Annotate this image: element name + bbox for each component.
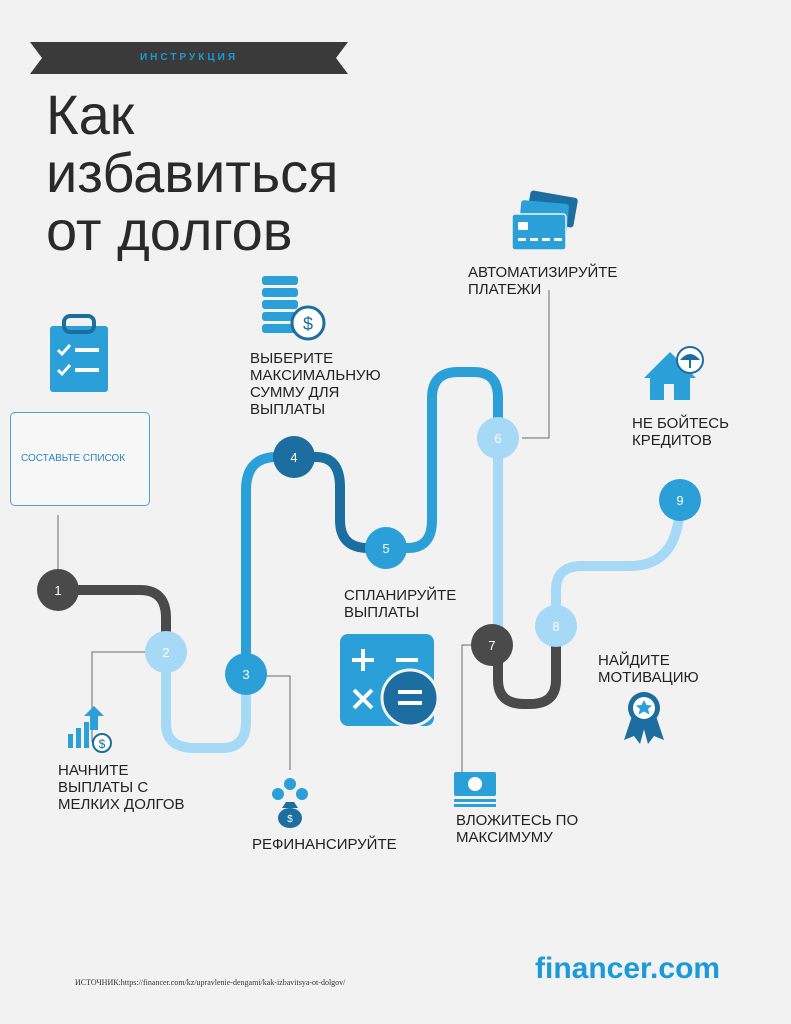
house-umbrella-icon bbox=[644, 346, 704, 400]
step-8-label: НАЙДИТЕ МОТИВАЦИЮ bbox=[598, 652, 699, 686]
growth-chart-icon: $ bbox=[68, 706, 112, 753]
brand-logo[interactable]: financer.com bbox=[535, 952, 721, 985]
node-8-number: 8 bbox=[552, 619, 559, 634]
node-7-number: 7 bbox=[488, 638, 495, 653]
coins-dollar-icon: $ bbox=[262, 276, 326, 341]
step-4-label: ВЫБЕРИТЕ МАКСИМАЛЬНУЮ СУММУ ДЛЯ ВЫПЛАТЫ bbox=[250, 350, 381, 418]
node-9 bbox=[659, 479, 701, 521]
step-2-label: НАЧНИТЕ ВЫПЛАТЫ С МЕЛКИХ ДОЛГОВ bbox=[58, 762, 185, 813]
node-4 bbox=[273, 436, 315, 478]
step-5-label: СПЛАНИРУЙТЕ ВЫПЛАТЫ bbox=[344, 587, 457, 621]
route-seg-1-2 bbox=[53, 585, 171, 657]
node-1-number: 1 bbox=[54, 583, 61, 598]
list-box-text: СОСТАВЬТЕ СПИСОК bbox=[21, 453, 126, 464]
node-8 bbox=[535, 605, 577, 647]
node-7 bbox=[471, 624, 513, 666]
clipboard-icon bbox=[50, 314, 108, 392]
node-2 bbox=[145, 631, 187, 673]
page-title: Как избавиться от долгов bbox=[46, 83, 339, 262]
calculator-icon bbox=[340, 634, 440, 728]
svg-text:$: $ bbox=[287, 814, 293, 825]
node-1 bbox=[37, 569, 79, 611]
node-6-number: 6 bbox=[494, 431, 501, 446]
route-path bbox=[53, 367, 685, 753]
award-ribbon-icon bbox=[624, 692, 664, 744]
cash-icon bbox=[454, 772, 496, 807]
node-6 bbox=[477, 417, 519, 459]
banner-ribbon bbox=[30, 42, 348, 74]
step-9-label: НЕ БОЙТЕСЬ КРЕДИТОВ bbox=[632, 415, 729, 449]
credit-cards-icon bbox=[511, 190, 578, 251]
svg-text:$: $ bbox=[303, 314, 313, 334]
step-7-label: ВЛОЖИТЕСЬ ПО МАКСИМУМУ bbox=[456, 812, 579, 846]
step-3-label: РЕФИНАНСИРУЙТЕ bbox=[252, 836, 397, 853]
banner-text: ИНСТРУКЦИЯ bbox=[139, 52, 239, 63]
connector-7 bbox=[461, 644, 492, 793]
connector-3 bbox=[255, 675, 291, 770]
svg-text:$: $ bbox=[99, 737, 106, 751]
step-6-label: АВТОМАТИЗИРУЙТЕ ПЛАТЕЖИ bbox=[468, 264, 618, 298]
footer-source: ИСТОЧНИК:https://financer.com/kz/upravle… bbox=[75, 978, 346, 987]
node-5 bbox=[365, 527, 407, 569]
node-2-number: 2 bbox=[162, 645, 169, 660]
node-3 bbox=[225, 653, 267, 695]
node-5-number: 5 bbox=[382, 541, 389, 556]
route-seg-2-3 bbox=[161, 647, 251, 753]
banner: ИНСТРУКЦИЯ bbox=[30, 42, 348, 74]
connector-2 bbox=[91, 651, 160, 742]
connector-6 bbox=[522, 290, 550, 439]
route-nodes: 1 2 3 4 5 6 7 8 9 bbox=[37, 417, 701, 695]
route-seg-3-4 bbox=[241, 452, 299, 681]
route-seg-8-9 bbox=[551, 495, 685, 631]
route-seg-4-5 bbox=[289, 452, 389, 553]
node-3-number: 3 bbox=[242, 667, 249, 682]
money-bag-icon: $ bbox=[272, 778, 308, 828]
node-4-number: 4 bbox=[290, 450, 297, 465]
route-seg-5-6 bbox=[379, 367, 503, 553]
route-seg-7-8 bbox=[493, 621, 561, 709]
list-box: СОСТАВЬТЕ СПИСОК bbox=[10, 412, 150, 506]
node-9-number: 9 bbox=[676, 493, 683, 508]
